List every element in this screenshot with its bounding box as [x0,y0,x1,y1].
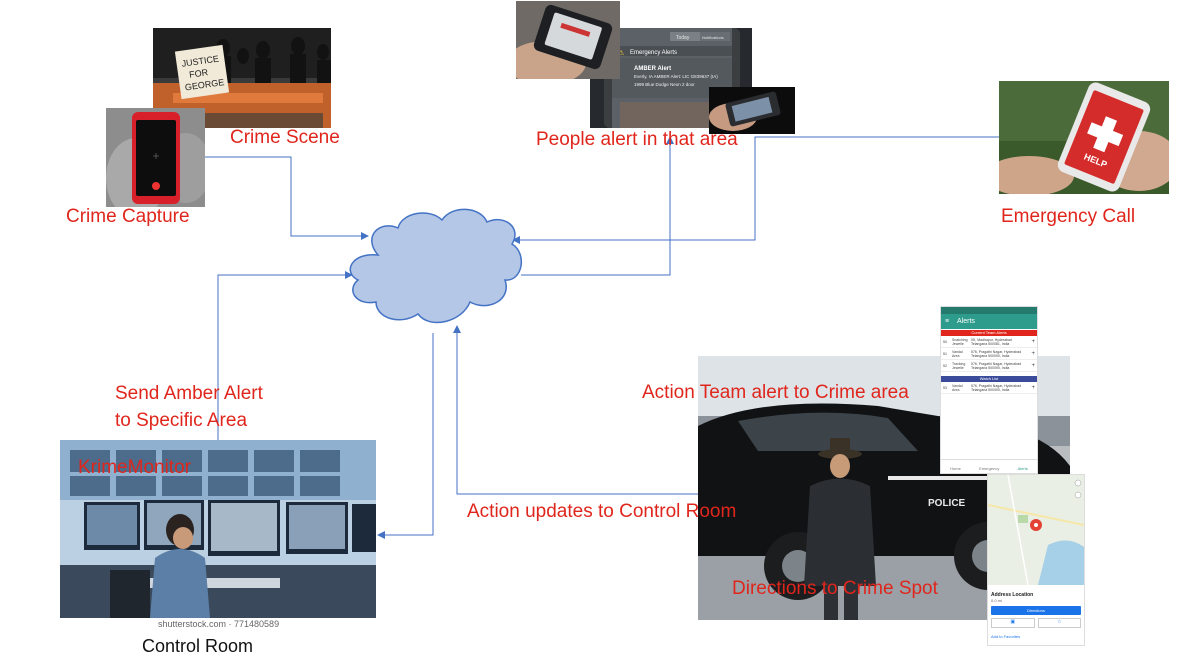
svg-text:Emergency Alerts: Emergency Alerts [630,50,677,56]
connector-crime-to-cloud [205,156,369,240]
alerts-section-watch: Watch List [941,376,1037,382]
add-icon[interactable]: + [1031,338,1035,345]
control-room-label: Control Room [142,636,254,656]
cloud-shape [349,208,523,324]
action-team-label: Action Team alert to Crime area [642,382,909,403]
connector-cloud-to-control [377,333,434,539]
map-share-icon[interactable]: ▣ [991,618,1035,628]
alerts-section-current: Current Team Alerts [941,330,1037,336]
alert-row-address: 576, Pragathi Nagar, Hyderabad Telangana… [971,383,1022,392]
svg-text:Notifications: Notifications [702,35,724,40]
nav-alerts[interactable]: Alerts [1017,466,1028,471]
action-updates-label: Action updates to Control Room [467,501,737,522]
alerts-app-screenshot: ≡ Alerts Current Team Alerts 50 Snatching… [941,307,1037,473]
map-add-favorites[interactable]: Add to Favorites [991,634,1021,639]
add-icon[interactable]: + [1031,384,1035,391]
alerts-app-header: ≡ Alerts [941,314,1037,329]
svg-text:Today: Today [676,35,690,41]
menu-icon[interactable]: ≡ [945,318,950,325]
alert-hand-phone-photo [709,87,795,134]
svg-text:POLICE: POLICE [928,498,966,509]
add-icon[interactable]: + [1031,350,1035,357]
alerts-app-title: Alerts [957,318,975,325]
map-view [988,475,1084,586]
control-room-photo [60,440,376,618]
map-app-screenshot: Address Location 0.0 mi Directions ▣ ☆ A… [988,475,1084,645]
connector-action-to-cloud [453,325,698,495]
alert-row-type: Vandal Area [952,383,963,392]
alert-row-type: Snatching Jewelle [952,337,968,346]
svg-text:1999 Blue Dodge Neon 2 door: 1999 Blue Dodge Neon 2 door [634,82,695,87]
alert-row-id: 51 [943,351,947,356]
alert-phone-hand-photo [516,1,620,79]
map-distance: 0.0 mi [991,598,1002,603]
connector-emergency-to-cloud [512,136,1000,244]
crime-scene-label: Crime Scene [230,127,340,148]
map-address-title: Address Location [991,592,1034,598]
alert-row-type: Tracking Jewelle [952,361,966,370]
emergency-call-label: Emergency Call [1001,206,1136,227]
emergency-call-photo: HELP [999,81,1169,194]
svg-text:Everly, IA AMBER Alert: LIC G8: Everly, IA AMBER Alert: LIC G839637 (IA) [634,74,718,79]
nav-home[interactable]: Home [950,466,961,471]
send-amber-alert-label-line2: to Specific Area [115,410,248,431]
svg-text:⚠: ⚠ [618,49,625,57]
alert-row-address: 576, Pragathi Nagar, Hyderabad Telangana… [971,361,1022,370]
alert-row-address: ISI, Madhapur, Hyderabad Telangana 50008… [971,337,1012,346]
send-amber-word: Send Amber [115,383,220,404]
people-alert-label: People alert in that area [536,129,738,150]
send-amber-alert-label-line1: Send Amber Alert [115,383,263,405]
map-directions-button[interactable]: Directions [991,606,1081,615]
alert-row-address: 576, Pragathi Nagar, Hyderabad Telangana… [971,349,1022,358]
alert-row[interactable]: 53 Vandal Area 576, Pragathi Nagar, Hydera… [941,382,1037,394]
crime-capture-label: Crime Capture [66,206,190,227]
crime-capture-phone-photo [106,108,205,207]
status-bar [941,307,1037,314]
krime-monitor-label: KrimeMonitor [78,457,191,478]
map-save-icon[interactable]: ☆ [1037,618,1081,628]
alert-row-type: Vandal Area [952,349,963,358]
alert-word: Alert [223,383,263,404]
nav-emergency[interactable]: Emergency [979,466,1000,471]
svg-text:AMBER Alert: AMBER Alert [634,66,671,72]
alert-row-id: 50 [943,339,947,344]
alert-row[interactable]: 52 Tracking Jewelle 576, Pragathi Nagar, H… [941,360,1037,372]
directions-label: Directions to Crime Spot [732,578,938,599]
map-info-panel: Address Location 0.0 mi Directions ▣ ☆ A… [988,590,1084,641]
connector-cloud-to-people [521,136,674,276]
alert-row-id: 52 [943,363,947,368]
add-icon[interactable]: + [1031,362,1035,369]
alerts-bottom-nav: Home Emergency Alerts [941,459,1037,473]
shutterstock-watermark: shutterstock.com · 771480589 [158,619,280,629]
connector-control-to-cloud [217,271,353,440]
alert-row-id: 53 [943,385,947,390]
alert-row[interactable]: 51 Vandal Area 576, Pragathi Nagar, Hydera… [941,348,1037,360]
svg-text:FOR: FOR [189,67,210,80]
